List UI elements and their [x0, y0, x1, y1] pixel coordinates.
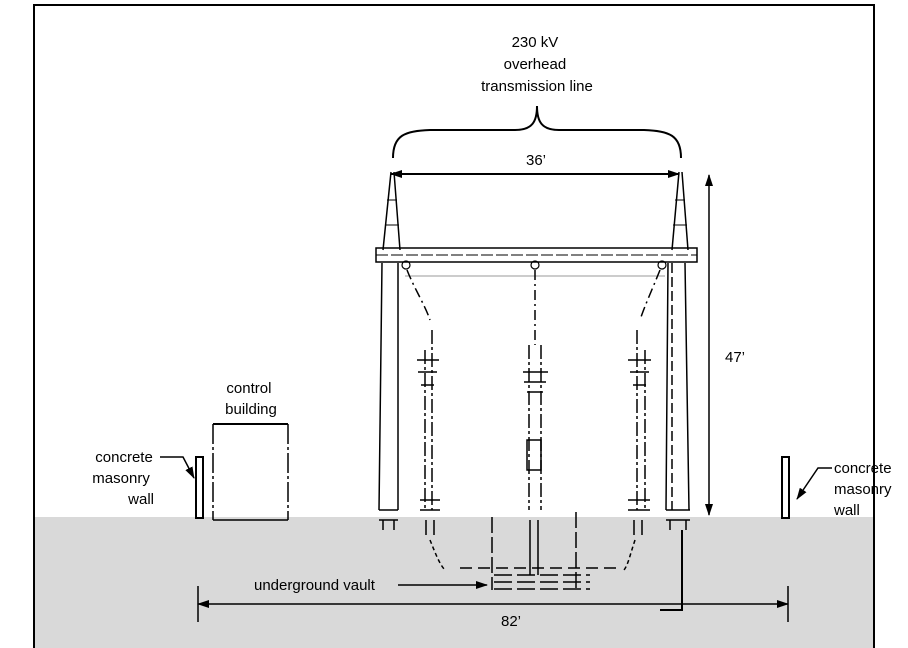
dimension-47-label: 47’: [725, 349, 745, 366]
ground-area: [34, 517, 874, 648]
crossbeam: [375, 247, 698, 277]
transmission-line-label: 230 kV overhead transmission line: [481, 34, 593, 95]
right-phase-drop: [623, 269, 661, 571]
underground-vault-label: underground vault: [254, 577, 376, 594]
left-wall-label: concrete masonry wall: [92, 449, 157, 508]
right-wall-label: concrete masonry wall: [833, 460, 896, 519]
right-masonry-wall: [781, 456, 790, 519]
center-phase-drop: [523, 270, 548, 575]
left-phase-drop: [406, 269, 446, 571]
diagram-frame: [33, 4, 875, 648]
left-dead-end-tower: [378, 171, 401, 530]
control-building-label: control building: [225, 380, 277, 418]
left-masonry-wall: [195, 456, 204, 519]
dimension-82-label: 82’: [501, 613, 521, 630]
underground-vault: [460, 512, 620, 590]
left-wall-leader: [160, 456, 195, 479]
right-dead-end-tower: [660, 171, 690, 611]
control-building: [212, 423, 289, 521]
right-wall-leader: [796, 467, 832, 500]
transmission-line-brace: [392, 105, 682, 159]
dimension-36-label: 36’: [526, 152, 546, 169]
